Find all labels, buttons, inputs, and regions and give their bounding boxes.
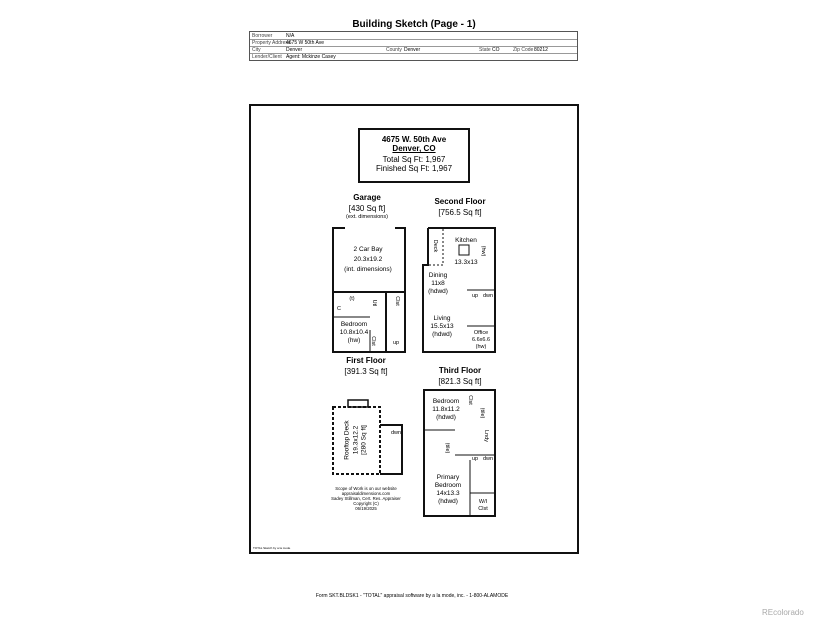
scope-line: Scope of Work is on our website	[335, 486, 397, 491]
label: State	[479, 47, 491, 53]
room-dim: 19.3x12.2	[351, 425, 359, 455]
room-label: Office	[473, 330, 489, 336]
sketch-address: 4675 W. 50th Ave	[381, 135, 447, 144]
closet-label: Clst	[394, 296, 400, 306]
room-dim: 14x13.3	[436, 490, 460, 497]
sketch-city: Denver, CO	[392, 144, 436, 153]
stairs-up-label: up	[392, 340, 400, 346]
room-dim: 15.5x13	[430, 323, 454, 330]
room-floor: (hw)	[347, 337, 361, 344]
third-floor-plan	[423, 389, 496, 517]
label: Property Address	[252, 40, 291, 46]
stairs-down-label: dwn	[482, 456, 494, 462]
room-dim: 11.8x11.2	[432, 406, 460, 413]
label: City	[252, 47, 261, 53]
garage-plan	[332, 227, 406, 353]
room-label: 2 Car Bay	[353, 246, 383, 253]
room-dim: 6.6x6.6	[471, 337, 491, 343]
address-value: 4675 W 50th Ave	[286, 40, 324, 46]
bath-floor: (tile)	[444, 442, 450, 454]
room-dim: 13.3x13	[454, 259, 478, 266]
room-note: (int. dimensions)	[344, 266, 392, 273]
watermark: REcolorado	[762, 608, 804, 617]
room-floor: (hdwd)	[436, 414, 456, 421]
room-label: Bedroom	[432, 398, 460, 405]
rooftop-deck-plan	[332, 399, 403, 475]
rooftop-deck-text: Rooftop Deck 19.3x12.2 [280 Sq ft]	[343, 420, 369, 459]
first-floor-label: First Floor	[346, 356, 386, 365]
room-floor: (hdwd)	[438, 498, 458, 505]
second-floor-plan	[422, 227, 496, 353]
room-label: W/I	[478, 499, 488, 505]
sketch-frame	[249, 104, 579, 554]
room-floor: (hdwd)	[432, 331, 452, 338]
label: County	[386, 47, 402, 53]
sketch-credit: TOTAL Sketch by a la mode	[253, 546, 291, 550]
scope-line: Sadey Stillman, Cert. Res. Appraiser	[331, 496, 401, 501]
garage-area: [430 Sq ft]	[348, 204, 386, 213]
closet-label: Clst	[370, 336, 376, 346]
second-floor-label: Second Floor	[434, 197, 486, 206]
scope-line: Copyright (C)	[353, 501, 379, 506]
third-floor-area: [821.3 Sq ft]	[438, 377, 482, 386]
stairs-down-label: dwn	[482, 293, 494, 299]
third-floor-label: Third Floor	[438, 366, 482, 375]
scope-line: 06/19/2025	[355, 506, 377, 511]
room-dim: 10.8x10.4	[339, 329, 369, 336]
summary-box: 4675 W. 50th Ave Denver, CO Total Sq Ft:…	[358, 128, 470, 183]
lender-value: Agent: Mckinze Casey	[286, 54, 336, 60]
stairs-down-label: dwn	[390, 430, 402, 436]
room-label: Rooftop Deck	[343, 420, 351, 460]
room-label: Kitchen	[455, 237, 477, 244]
finished-sqft: Finished Sq Ft: 1,967	[375, 164, 453, 173]
borrower-row: Borrower N/A	[250, 32, 577, 40]
room-label: Clst	[478, 506, 488, 512]
first-floor-area: [391.3 Sq ft]	[344, 367, 388, 376]
room-label: Dining	[428, 272, 448, 279]
county-value: Denver	[404, 47, 421, 53]
deck-label: Deck	[432, 239, 438, 253]
garage-label: Garage	[353, 193, 381, 202]
lender-row: Lender/Client Agent: Mckinze Casey	[250, 53, 577, 60]
form-footer: Form SKT.BLDSK1 - "TOTAL" appraisal soft…	[315, 593, 509, 599]
room-label: Primary	[436, 474, 460, 481]
laundry-label: Lndy	[483, 430, 489, 442]
garage-note: (ext. dimensions)	[346, 214, 388, 220]
closet-label: C	[337, 306, 341, 312]
room-label: Living	[433, 315, 451, 322]
city-value: Denver	[286, 47, 303, 53]
bath-floor: (tile)	[479, 407, 485, 419]
utility-label: Utl	[371, 299, 377, 307]
second-floor-area: [756.5 Sq ft]	[438, 208, 482, 217]
label: Borrower	[252, 33, 273, 39]
document-title: Building Sketch (Page - 1)	[352, 19, 476, 30]
stairs-up-label: up	[471, 456, 479, 462]
room-dim: 20.3x19.2	[353, 256, 383, 263]
room-area: [280 Sq ft]	[360, 425, 368, 455]
zip-value: 80212	[534, 47, 548, 53]
room-label: Bedroom	[340, 321, 368, 328]
scope-line: appraisaldimensions.com	[341, 491, 391, 496]
scope-note: Scope of Work is on our website appraisa…	[331, 486, 401, 511]
room-dim: 11x8	[431, 280, 445, 287]
total-sqft: Total Sq Ft: 1,967	[382, 155, 446, 164]
stairs-up-label: up	[471, 293, 479, 299]
room-label: Bedroom	[434, 482, 462, 489]
state-value: CO	[492, 47, 500, 53]
label: Lender/Client	[252, 54, 282, 60]
room-floor: (hw)	[480, 245, 486, 257]
closet-label: Clst	[467, 395, 473, 405]
label: Zip Code	[513, 47, 534, 53]
room-floor: (hw)	[475, 344, 487, 350]
toilet-label: (t)	[349, 296, 355, 302]
borrower-value: N/A	[286, 33, 295, 39]
room-floor: (hdwd)	[428, 288, 448, 295]
